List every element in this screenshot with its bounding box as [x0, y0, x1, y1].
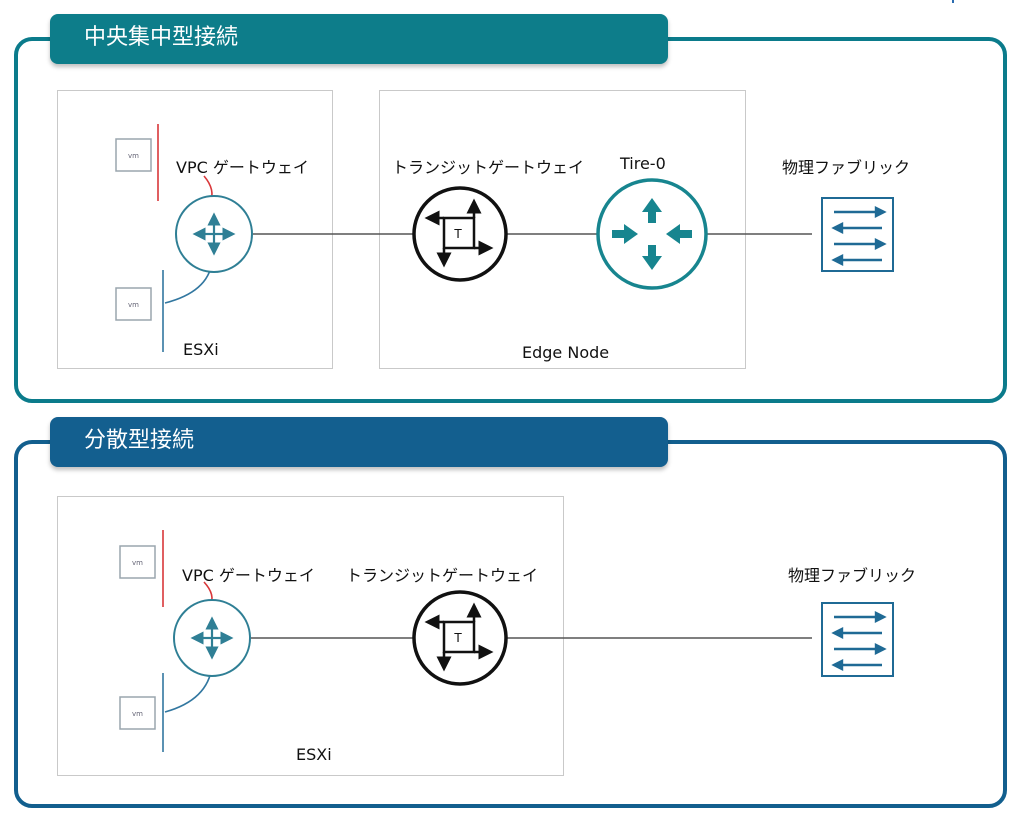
physical-fabric-icon-distributed	[821, 602, 894, 677]
vm-icon-bottom-distributed: vm	[119, 696, 156, 730]
svg-text:T: T	[453, 631, 462, 645]
svg-text:T: T	[453, 227, 462, 241]
physical-fabric-icon-centralized	[821, 197, 894, 272]
edge-node-label: Edge Node	[522, 343, 610, 362]
transit-gateway-label-distributed: トランジットゲートウェイ	[346, 566, 539, 585]
physical-fabric-label-centralized: 物理ファブリック	[782, 158, 911, 177]
svg-text:vm: vm	[132, 710, 143, 718]
vpc-gateway-icon-distributed	[173, 599, 251, 677]
distributed-title: 分散型接続	[50, 417, 668, 467]
corner-mark	[952, 0, 954, 3]
physical-fabric-label-distributed: 物理ファブリック	[788, 566, 917, 585]
vm-icon-top-distributed: vm	[119, 545, 156, 579]
tier0-label: Tire-0	[620, 154, 666, 173]
transit-gateway-icon-centralized: T	[412, 186, 508, 282]
vm-icon-bottom-centralized: vm	[115, 287, 152, 321]
svg-text:vm: vm	[132, 559, 143, 567]
transit-gateway-label-centralized: トランジットゲートウェイ	[392, 158, 585, 177]
esxi-label-centralized: ESXi	[183, 340, 219, 359]
vpc-gateway-label-distributed: VPC ゲートウェイ	[182, 566, 315, 585]
centralized-title: 中央集中型接続	[50, 14, 668, 64]
svg-text:vm: vm	[128, 301, 139, 309]
vpc-gateway-icon-centralized	[175, 195, 253, 273]
vm-icon-top-centralized: vm	[115, 138, 152, 172]
svg-text:vm: vm	[128, 152, 139, 160]
tier0-router-icon	[596, 178, 708, 290]
vpc-gateway-label-centralized: VPC ゲートウェイ	[176, 158, 309, 177]
transit-gateway-icon-distributed: T	[412, 590, 508, 686]
esxi-label-distributed: ESXi	[296, 745, 332, 764]
